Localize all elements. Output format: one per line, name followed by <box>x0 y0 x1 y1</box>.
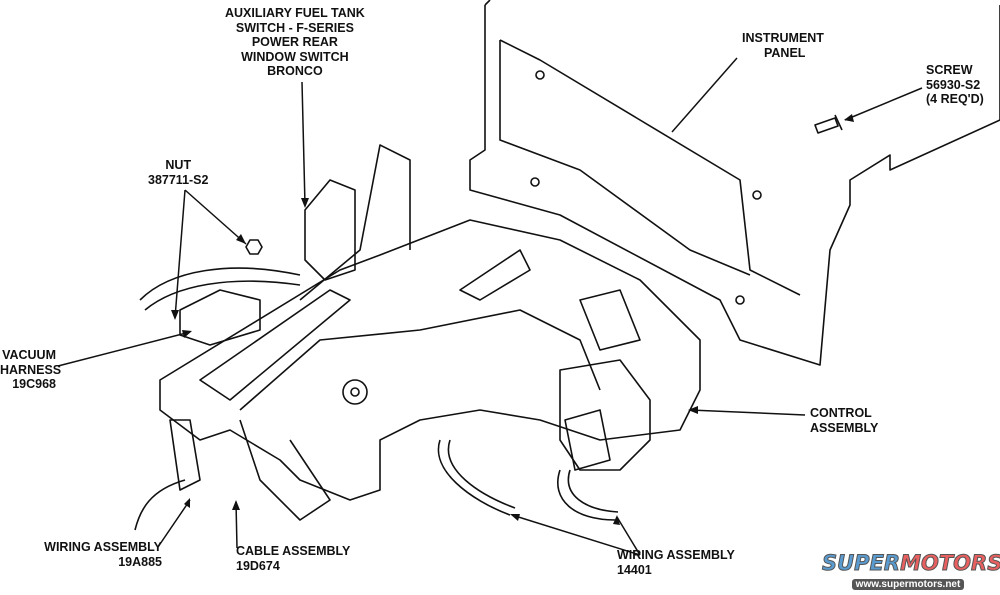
brand-super: SUPER <box>821 551 901 575</box>
instrument-panel-drawing <box>469 0 1000 366</box>
label-line: AUXILIARY FUEL TANK <box>225 6 365 20</box>
leader-lines <box>57 57 923 556</box>
screw-drawing <box>814 114 843 134</box>
supermotors-watermark: SUPERMOTORS www.supermotors.net <box>821 551 1000 592</box>
label-vacuum-harness: VACUUM HARNESS 19C968 <box>0 348 62 392</box>
label-cable-assembly: CABLE ASSEMBLY 19D674 <box>236 544 350 573</box>
label-line: CABLE ASSEMBLY <box>236 544 351 558</box>
label-line: INSTRUMENT <box>742 31 824 45</box>
label-line: POWER REAR <box>251 35 338 49</box>
label-line: SWITCH - F-SERIES <box>235 20 354 35</box>
label-line: WIRING ASSEMBLY <box>617 548 735 562</box>
label-line: 19A885 <box>118 554 162 569</box>
label-line: WINDOW SWITCH <box>241 49 349 64</box>
label-line: BRONCO <box>267 64 323 78</box>
label-screw: SCREW 56930-S2 (4 REQ'D) <box>926 63 984 107</box>
label-wiring-assembly-19a885: WIRING ASSEMBLY 19A885 <box>20 540 162 569</box>
label-line: 387711-S2 <box>148 172 209 187</box>
arrowheads <box>171 114 854 525</box>
label-line: WIRING ASSEMBLY <box>44 540 162 554</box>
label-line: HARNESS <box>0 362 62 377</box>
label-line: (4 REQ'D) <box>926 92 984 106</box>
control-assembly-drawing <box>134 144 701 531</box>
nut-drawing <box>245 239 263 255</box>
label-line: NUT <box>165 158 192 172</box>
label-line: CONTROL <box>810 406 872 420</box>
label-line: 14401 <box>617 562 652 577</box>
label-line: 19C968 <box>12 377 56 391</box>
label-instrument-panel: INSTRUMENT PANEL <box>742 31 824 60</box>
brand-motors: MOTORS <box>900 551 1000 575</box>
label-nut: NUT 387711-S2 <box>148 158 208 187</box>
label-control-assembly: CONTROL ASSEMBLY <box>810 406 878 435</box>
label-line: 19D674 <box>236 558 280 573</box>
label-wiring-assembly-14401: WIRING ASSEMBLY 14401 <box>617 548 735 577</box>
label-line: 56930-S2 <box>926 77 981 92</box>
watermark-url: www.supermotors.net <box>851 579 965 590</box>
label-line: PANEL <box>764 45 806 60</box>
label-line: SCREW <box>926 63 973 77</box>
label-line: VACUUM <box>2 348 56 362</box>
label-auxiliary-switch: AUXILIARY FUEL TANK SWITCH - F-SERIES PO… <box>225 6 365 79</box>
label-line: ASSEMBLY <box>810 420 879 435</box>
